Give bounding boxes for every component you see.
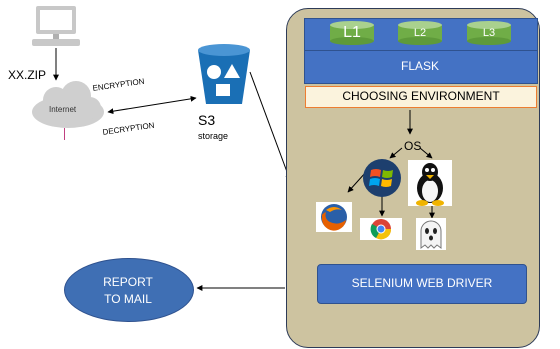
ghost-icon: [416, 218, 446, 250]
cloud-icon: [32, 81, 104, 128]
flask-label: FLASK: [400, 59, 439, 73]
firefox-icon: [316, 202, 352, 232]
s3-sub-label: storage: [198, 131, 229, 141]
layer-cylinder-3: L3: [467, 21, 511, 45]
file-label: XX.ZIP: [8, 68, 47, 82]
flask-box: [304, 50, 538, 84]
layer-cylinder-2: L2: [398, 21, 442, 45]
cloud-label: Internet: [49, 105, 77, 114]
layer-label-1: L1: [343, 24, 361, 41]
layer-cylinder-1: L1: [330, 21, 374, 45]
report-ellipse: [64, 258, 194, 322]
cloud-tick: [64, 128, 65, 140]
os-label: OS: [404, 139, 422, 153]
layer-label-3: L3: [482, 27, 496, 39]
environment-label: CHOOSING ENVIRONMENT: [342, 89, 500, 103]
linux-tux-icon: [408, 160, 452, 206]
computer-icon: [32, 6, 80, 46]
report-label: REPORT TO MAIL: [103, 275, 153, 306]
windows-icon: [363, 159, 401, 197]
selenium-driver-label: SELENIUM WEB DRIVER: [351, 276, 493, 290]
os-connector-layer: [347, 110, 435, 219]
s3-label: S3: [198, 112, 216, 128]
environment-box: [305, 86, 537, 108]
chrome-icon: [360, 218, 402, 240]
s3-bucket-icon: [198, 44, 250, 104]
selenium-driver-box: [317, 264, 527, 304]
layer-label-2: L2: [413, 27, 427, 39]
